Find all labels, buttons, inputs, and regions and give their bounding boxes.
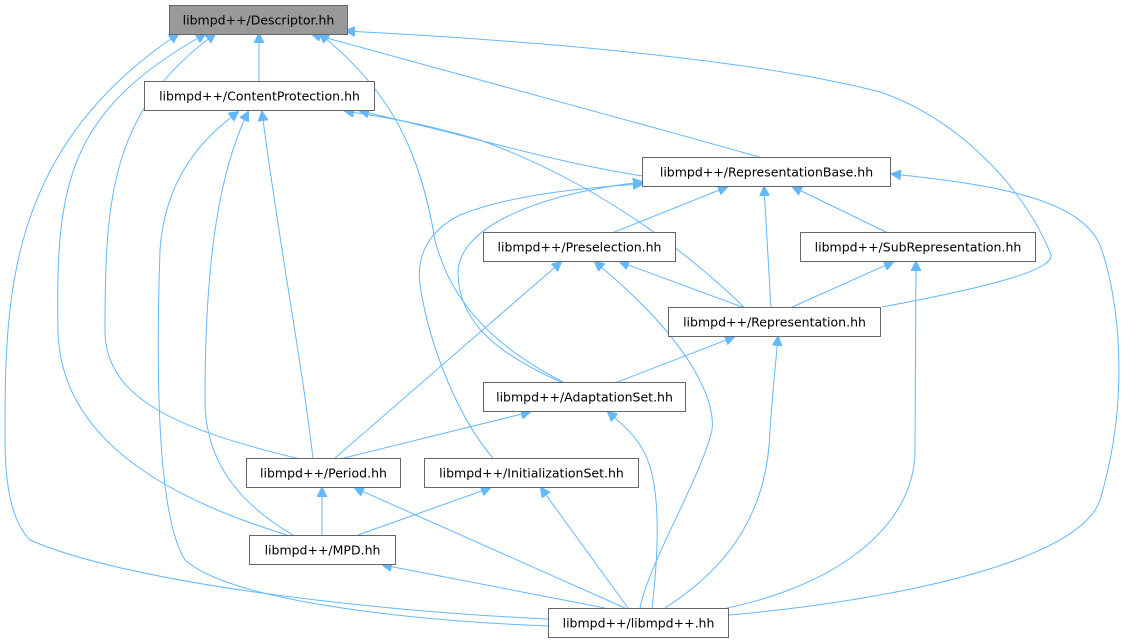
edge-adaptationset-to-representation <box>614 337 734 384</box>
edge-libmpdpp-to-representation <box>664 337 778 609</box>
edge-representationbase-to-descriptor <box>312 34 764 159</box>
edge-mpd-to-descriptor <box>57 34 291 537</box>
node-mpd-label: libmpd++/MPD.hh <box>265 543 381 558</box>
node-representation-label: libmpd++/Representation.hh <box>683 315 866 330</box>
edge-representation-to-contentprotection <box>345 111 746 309</box>
header-file-nodes: libmpd++/Descriptor.hh libmpd++/ContentP… <box>144 5 1036 638</box>
edge-representation-to-preselection <box>620 262 746 309</box>
node-preselection-label: libmpd++/Preselection.hh <box>498 240 662 255</box>
edge-mpd-to-contentprotection <box>204 112 294 536</box>
node-representationbase[interactable]: libmpd++/RepresentationBase.hh <box>642 157 891 187</box>
node-adaptationset[interactable]: libmpd++/AdaptationSet.hh <box>483 382 686 412</box>
node-period-label: libmpd++/Period.hh <box>260 466 387 481</box>
node-descriptor[interactable]: libmpd++/Descriptor.hh <box>169 5 348 35</box>
edge-representation-to-representationbase <box>764 187 772 309</box>
node-initializationset[interactable]: libmpd++/InitializationSet.hh <box>424 458 639 488</box>
node-subrepresentation[interactable]: libmpd++/SubRepresentation.hh <box>800 232 1036 262</box>
node-descriptor-label: libmpd++/Descriptor.hh <box>183 13 335 28</box>
node-period[interactable]: libmpd++/Period.hh <box>246 458 401 488</box>
node-libmpdpp[interactable]: libmpd++/libmpd++.hh <box>548 608 729 638</box>
dependency-edges <box>4 31 1120 627</box>
edge-libmpdpp-to-descriptor <box>4 34 549 620</box>
edge-libmpdpp-to-period <box>355 488 626 609</box>
node-adaptationset-label: libmpd++/AdaptationSet.hh <box>496 390 673 405</box>
node-representationbase-label: libmpd++/RepresentationBase.hh <box>660 165 873 180</box>
node-contentprotection-label: libmpd++/ContentProtection.hh <box>159 89 360 104</box>
edge-libmpdpp-to-mpd <box>383 565 606 609</box>
edge-initializationset-to-representationbase <box>418 184 642 459</box>
edge-mpd-to-initializationset <box>357 488 490 536</box>
edge-period-to-preselection <box>334 262 561 459</box>
node-subrepresentation-label: libmpd++/SubRepresentation.hh <box>815 240 1022 255</box>
edge-period-to-adaptationset <box>339 412 530 460</box>
edge-subrepresentation-to-representationbase <box>793 187 889 234</box>
node-libmpdpp-label: libmpd++/libmpd++.hh <box>563 616 715 631</box>
edge-preselection-to-representationbase <box>611 187 727 234</box>
edge-libmpdpp-to-subrepresentation <box>711 262 916 612</box>
node-mpd[interactable]: libmpd++/MPD.hh <box>249 535 396 565</box>
node-preselection[interactable]: libmpd++/Preselection.hh <box>483 232 676 262</box>
edge-libmpdpp-to-contentprotection <box>157 112 549 627</box>
edge-adaptationset-to-representationbase <box>457 182 642 384</box>
edge-libmpdpp-to-adaptationset <box>608 412 658 609</box>
node-initializationset-label: libmpd++/InitializationSet.hh <box>439 466 624 481</box>
edge-representation-to-descriptor <box>346 31 1052 308</box>
edge-period-to-contentprotection <box>262 112 314 459</box>
node-representation[interactable]: libmpd++/Representation.hh <box>668 307 881 337</box>
node-contentprotection[interactable]: libmpd++/ContentProtection.hh <box>144 81 375 111</box>
edge-libmpdpp-to-preselection <box>595 262 713 609</box>
edge-libmpdpp-to-representationbase <box>728 174 1120 616</box>
edge-libmpdpp-to-initializationset <box>541 488 629 609</box>
edge-representation-to-subrepresentation <box>789 262 893 309</box>
